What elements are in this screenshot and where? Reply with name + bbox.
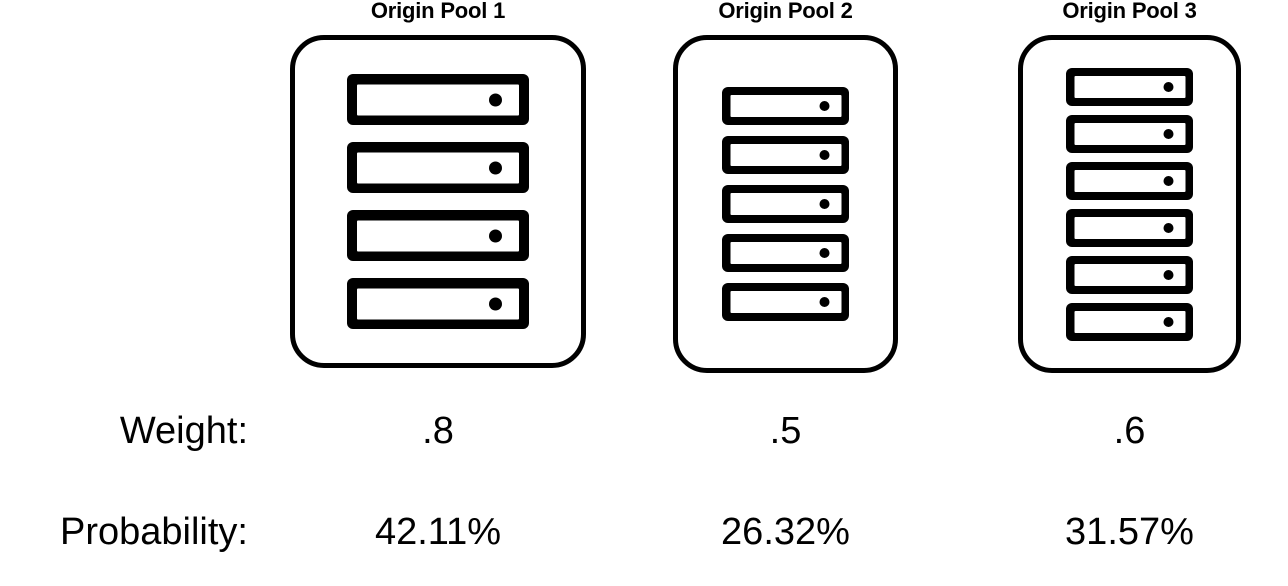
server-unit [1066,255,1193,294]
server-face [730,291,841,313]
server-unit [347,278,529,329]
probability-value-pool-2: 26.32% [721,511,850,553]
server-unit [1066,302,1193,341]
server-unit [347,142,529,193]
server-face [1074,122,1185,145]
server-face [357,220,519,251]
server-unit [1066,161,1193,200]
server-led-icon [489,229,502,242]
server-led-icon [1163,316,1173,327]
server-face [730,193,841,215]
probability-value-pool-1: 42.11% [374,511,502,553]
server-unit [722,136,849,174]
weight-row-label: Weight: [119,410,248,452]
weight-value-pool-1: .8 [422,410,454,452]
server-led-icon [489,297,502,310]
pool-container-2 [673,35,898,373]
server-unit [1066,67,1193,106]
server-face [357,84,519,115]
server-face [730,144,841,166]
server-unit [722,234,849,272]
origin-pool-1: Origin Pool 1 [290,0,586,368]
probability-value-pool-3: 31.57% [1065,511,1194,553]
server-led-icon [819,297,829,307]
server-led-icon [1163,269,1173,280]
server-led-icon [1163,175,1173,186]
server-led-icon [819,150,829,160]
server-unit [347,74,529,125]
server-face [1074,310,1185,333]
server-unit [347,210,529,261]
server-led-icon [1163,222,1173,233]
origin-pool-3: Origin Pool 3 [1018,0,1241,373]
server-face [730,242,841,264]
server-unit [1066,114,1193,153]
server-led-icon [1163,81,1173,92]
probability-row-label: Probability: [60,511,248,553]
server-unit [722,87,849,125]
origin-pool-2: Origin Pool 2 [673,0,898,373]
server-face [357,288,519,319]
server-face [730,95,841,117]
pool-title: Origin Pool 3 [1062,0,1197,23]
server-unit [1066,208,1193,247]
weight-value-pool-2: .5 [769,410,802,452]
server-face [357,152,519,183]
server-led-icon [819,199,829,209]
pool-title: Origin Pool 2 [718,0,853,23]
server-face [1074,169,1185,192]
server-face [1074,75,1185,98]
server-led-icon [1163,128,1173,139]
pool-title: Origin Pool 1 [370,0,506,23]
server-led-icon [489,161,502,174]
server-face [1074,263,1185,286]
server-face [1074,216,1185,239]
server-led-icon [819,101,829,111]
server-led-icon [819,248,829,258]
pool-container-3 [1018,35,1241,373]
server-unit [722,283,849,321]
weight-value-pool-3: .6 [1113,410,1146,452]
pool-container-1 [290,35,586,368]
server-led-icon [489,93,502,106]
server-unit [722,185,849,223]
